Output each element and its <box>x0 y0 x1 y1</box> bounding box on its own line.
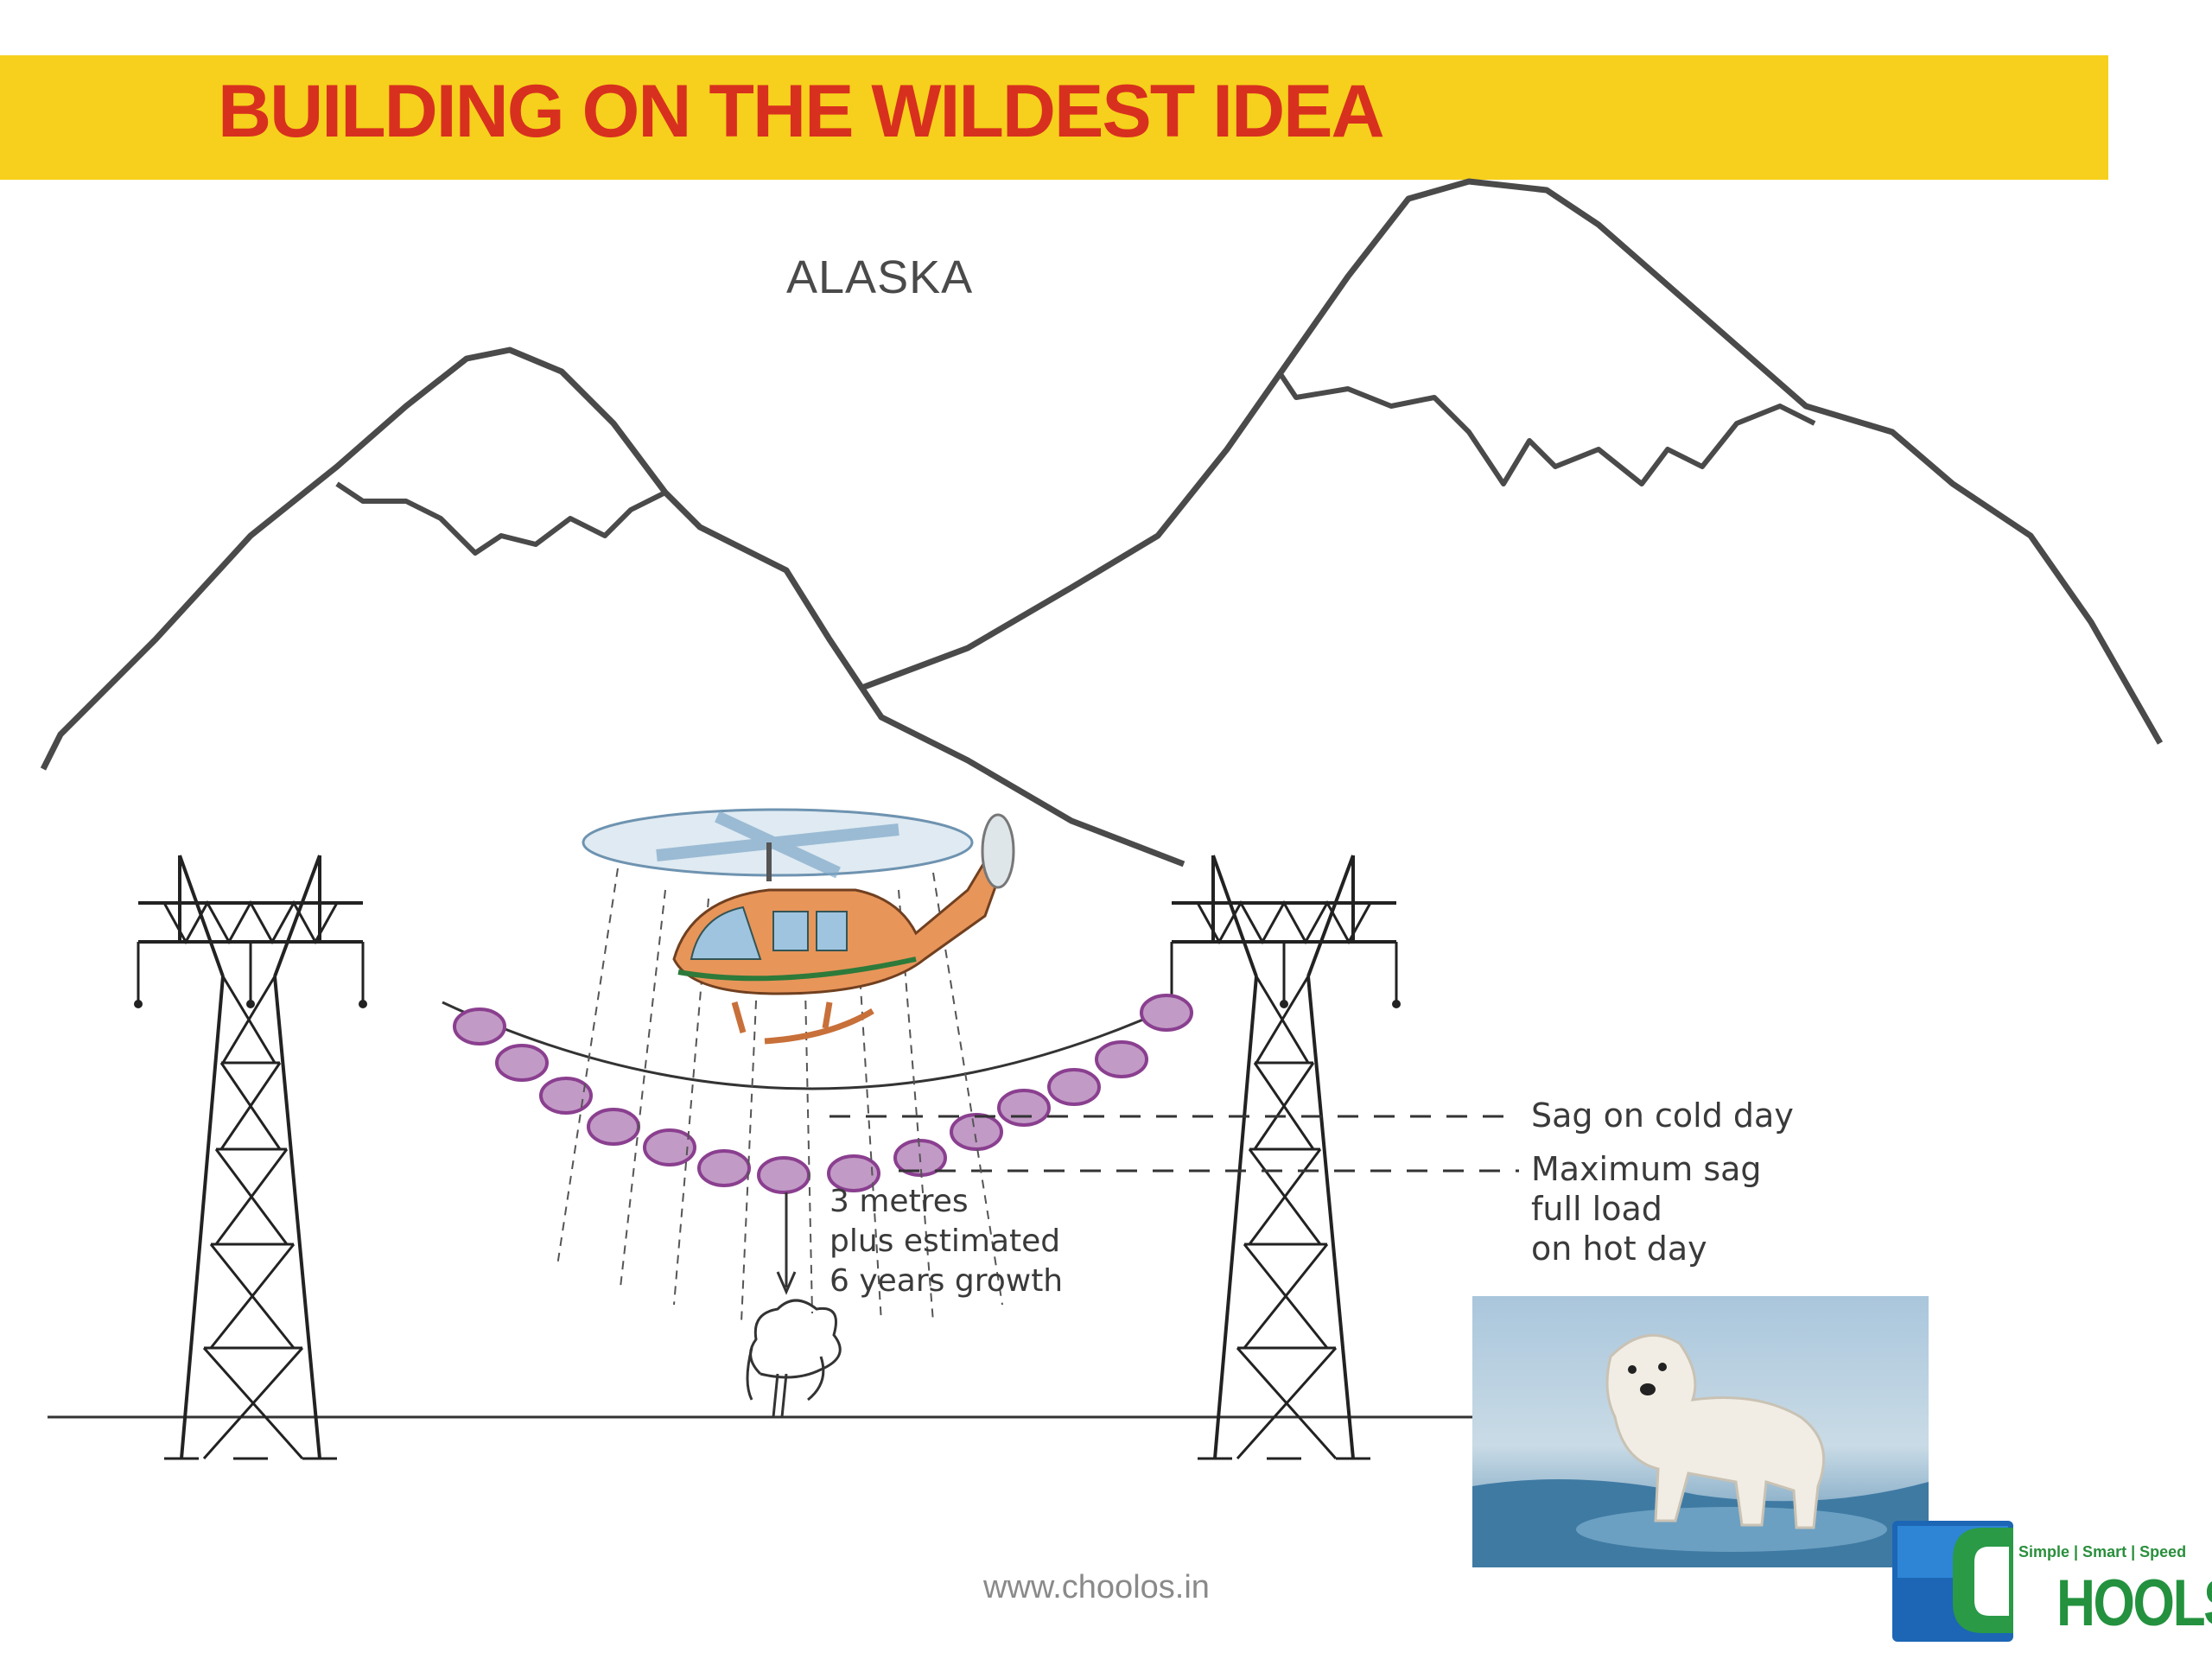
transmission-tower-icon <box>1166 854 1402 1460</box>
region-label: ALASKA <box>786 251 974 303</box>
slide-title: BUILDING ON THE WILDEST IDEA <box>218 70 1385 153</box>
polar-bear-icon <box>1605 1333 1826 1529</box>
mountain-icon <box>40 346 1185 868</box>
insulator-string <box>453 994 1193 1194</box>
helicopter-icon <box>582 808 1015 1045</box>
transmission-tower-icon <box>132 854 369 1460</box>
mountain-icon <box>862 178 2164 745</box>
tree-icon <box>746 1299 842 1418</box>
polar-bear-photo <box>1472 1296 1929 1567</box>
footer-website: www.choolos.in <box>983 1569 1210 1605</box>
title-banner <box>0 55 2108 180</box>
logo-tagline: Simple | Smart | Speed <box>2018 1543 2187 1560</box>
sag-cold-label: Sag on cold day <box>1531 1096 1794 1135</box>
sag-hot-label: Maximum sag full load on hot day <box>1531 1150 1762 1268</box>
logo-wordmark: HOOLS <box>2056 1567 2212 1640</box>
clearance-label: 3 metres plus estimated 6 years growth <box>830 1184 1064 1299</box>
choolos-logo <box>1892 1521 2013 1642</box>
